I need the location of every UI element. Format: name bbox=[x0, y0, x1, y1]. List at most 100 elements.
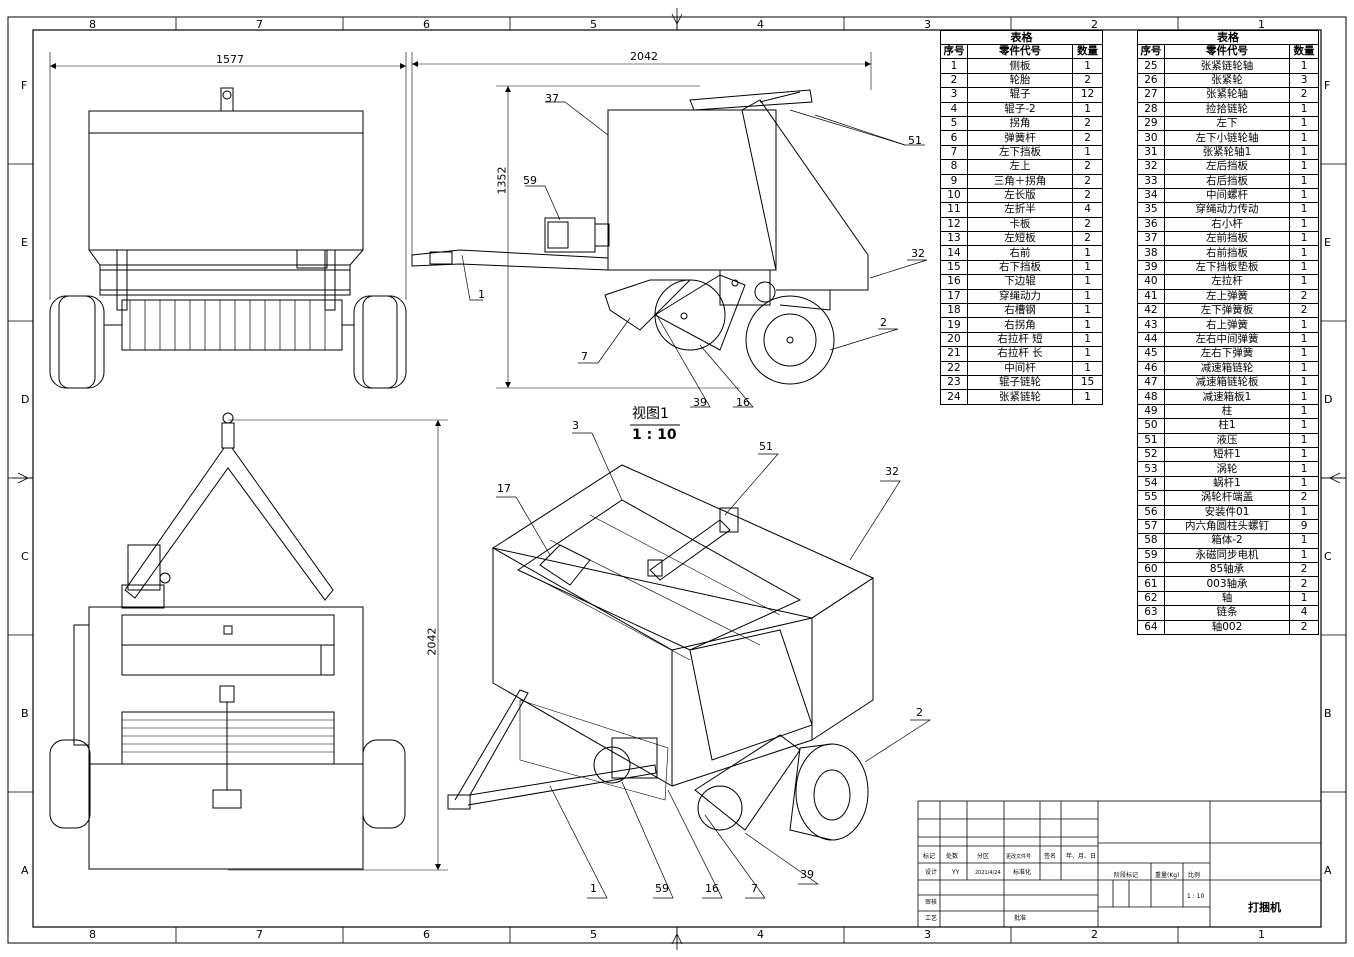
bom-cell-part: 右前 bbox=[966, 245, 1074, 261]
bom-cell-qty: 2 bbox=[1289, 288, 1319, 305]
tb-process-label: 工艺 bbox=[925, 915, 938, 922]
bom-cell-no: 59 bbox=[1137, 547, 1165, 564]
bom-cell-qty: 1 bbox=[1289, 259, 1319, 276]
zone-right-A: A bbox=[1324, 864, 1332, 877]
bom-cell-qty: 1 bbox=[1289, 374, 1319, 391]
bom-cell-no: 62 bbox=[1137, 590, 1165, 607]
bom-left-col-qty: 数量 bbox=[1072, 43, 1103, 60]
bom-cell-no: 8 bbox=[940, 159, 968, 175]
bom-cell-qty: 1 bbox=[1289, 331, 1319, 348]
bom-cell-part: 内六角圆柱头螺钉 bbox=[1163, 518, 1291, 535]
bom-cell-qty: 1 bbox=[1289, 547, 1319, 564]
bom-cell-qty: 2 bbox=[1072, 216, 1103, 233]
balloon-39: 39 bbox=[693, 396, 707, 409]
zone-left-D: D bbox=[21, 393, 30, 406]
bom-cell-qty: 2 bbox=[1289, 576, 1319, 592]
bom-cell-part: 张紧链轮 bbox=[966, 389, 1074, 405]
bom-right-caption: 表格 bbox=[1137, 30, 1319, 44]
bom-cell-qty: 1 bbox=[1072, 317, 1103, 333]
bom-cell-qty: 1 bbox=[1289, 590, 1319, 607]
bom-cell-no: 33 bbox=[1137, 173, 1165, 189]
balloon-16: 16 bbox=[736, 396, 750, 409]
bom-cell-part: 右槽钢 bbox=[966, 303, 1074, 319]
bom-cell-qty: 1 bbox=[1289, 130, 1319, 146]
drawing-frame bbox=[32, 29, 1322, 928]
bom-cell-qty: 1 bbox=[1289, 461, 1319, 477]
tb-weight-label: 重量(Kg) bbox=[1155, 872, 1180, 879]
bom-cell-no: 5 bbox=[940, 115, 968, 132]
bom-cell-part: 永磁同步电机 bbox=[1163, 547, 1291, 564]
bom-cell-no: 50 bbox=[1137, 418, 1165, 434]
balloon-iso-16: 16 bbox=[705, 882, 719, 895]
bom-cell-no: 45 bbox=[1137, 346, 1165, 362]
leader-lines bbox=[461, 101, 932, 899]
balloon-51: 51 bbox=[908, 134, 922, 147]
bom-cell-no: 42 bbox=[1137, 303, 1165, 319]
bom-cell-part: 中间杆 bbox=[966, 360, 1074, 376]
zone-top-1: 1 bbox=[1258, 18, 1265, 31]
bom-cell-no: 63 bbox=[1137, 605, 1165, 621]
bom-cell-no: 46 bbox=[1137, 360, 1165, 376]
isometric-view bbox=[447, 464, 875, 841]
bom-cell-part: 拐角 bbox=[966, 115, 1074, 132]
bom-cell-part: 辊子 bbox=[966, 87, 1074, 103]
bom-cell-part: 右拉杆 长 bbox=[966, 346, 1074, 362]
view-title-name: 视图1 bbox=[632, 406, 669, 422]
bom-cell-no: 12 bbox=[940, 216, 968, 233]
balloon-32: 32 bbox=[911, 247, 925, 260]
bom-cell-qty: 1 bbox=[1289, 144, 1319, 161]
bom-cell-part: 捡拾链轮 bbox=[1163, 101, 1291, 117]
tb-review-label: 审核 bbox=[925, 899, 938, 906]
bom-cell-no: 43 bbox=[1137, 317, 1165, 333]
bom-left-header: 序号 零件代号 数量 bbox=[940, 43, 1103, 60]
bom-cell-qty: 1 bbox=[1072, 58, 1103, 74]
bom-cell-part: 安装件01 bbox=[1163, 504, 1291, 520]
tb-drawing-name: 打捆机 bbox=[1248, 901, 1281, 914]
bom-cell-no: 57 bbox=[1137, 518, 1165, 535]
bom-cell-no: 14 bbox=[940, 245, 968, 261]
bom-left-caption: 表格 bbox=[940, 30, 1103, 44]
bom-right-col-no: 序号 bbox=[1137, 43, 1165, 60]
bom-cell-qty: 1 bbox=[1289, 475, 1319, 492]
bom-cell-part: 右上弹簧 bbox=[1163, 317, 1291, 333]
bom-cell-part: 左前挡板 bbox=[1163, 231, 1291, 247]
tb-col-date: 年、月、日 bbox=[1066, 853, 1097, 860]
bom-cell-qty: 1 bbox=[1289, 202, 1319, 218]
bom-right-header: 序号 零件代号 数量 bbox=[1137, 43, 1319, 60]
bom-cell-no: 21 bbox=[940, 346, 968, 362]
zone-bottom-5: 5 bbox=[590, 928, 597, 941]
bom-cell-qty: 3 bbox=[1289, 72, 1319, 89]
bom-cell-no: 31 bbox=[1137, 144, 1165, 161]
bom-cell-part: 左拉杆 bbox=[1163, 274, 1291, 290]
zone-left-C: C bbox=[21, 550, 29, 563]
bom-cell-qty: 2 bbox=[1072, 115, 1103, 132]
bom-cell-no: 44 bbox=[1137, 331, 1165, 348]
bom-cell-no: 61 bbox=[1137, 576, 1165, 592]
bom-cell-part: 轮胎 bbox=[966, 72, 1074, 89]
bom-cell-part: 箱体-2 bbox=[1163, 533, 1291, 549]
bom-cell-part: 液压 bbox=[1163, 432, 1291, 448]
bom-cell-part: 左折半 bbox=[966, 202, 1074, 218]
bom-cell-qty: 1 bbox=[1289, 101, 1319, 117]
